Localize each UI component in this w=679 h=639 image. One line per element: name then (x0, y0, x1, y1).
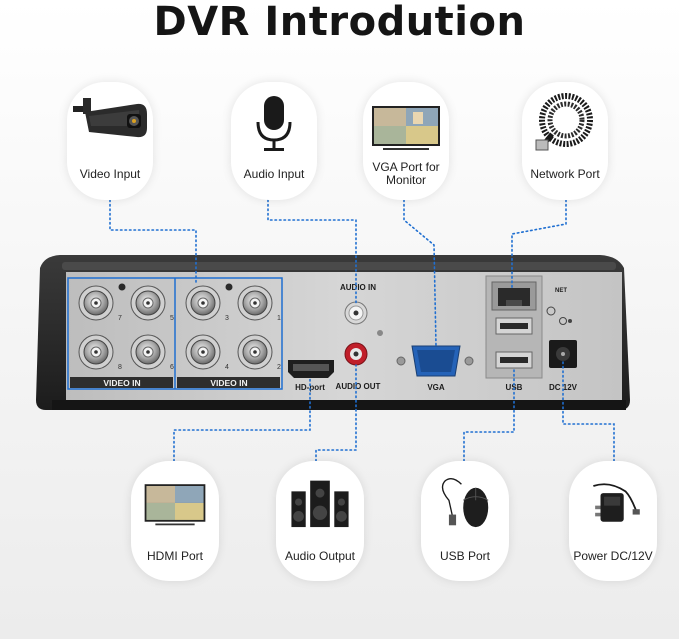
card-label: Video Input (79, 166, 141, 181)
card-label: USB Port (439, 548, 490, 563)
connector-usb (463, 367, 515, 462)
card-video-input: Video Input (67, 82, 153, 200)
video-input-block: 7 5 3 1 8 6 4 2 VIDEO IN VIDEO IN (67, 277, 283, 390)
bnc-connector: 5 (130, 285, 174, 322)
audio-in-label: AUDIO IN (340, 283, 376, 292)
connector-hdmi (173, 377, 311, 462)
connector-vga (403, 199, 437, 347)
video-in-label-right: VIDEO IN (210, 378, 247, 388)
card-audio-input: Audio Input (231, 82, 317, 200)
speakers-icon (291, 480, 349, 528)
net-usb-block: USB (485, 275, 543, 392)
bnc-connector: 3 (185, 285, 229, 322)
connector-audio-output (315, 364, 357, 462)
hdmi-port: HD-port (288, 360, 334, 392)
bnc-connector: 2 (237, 334, 281, 371)
screw (118, 283, 126, 291)
monitor-icon (372, 106, 440, 150)
vga-port: VGA (396, 345, 474, 392)
screw (225, 283, 233, 291)
mouse-icon (441, 477, 489, 528)
channel-number: 8 (118, 364, 122, 371)
bnc-connector: 6 (130, 334, 174, 371)
net-label: NET (555, 288, 567, 294)
connector-network (511, 199, 567, 289)
power-adapter-icon (593, 483, 640, 522)
card-hdmi-port: HDMI Port (131, 461, 219, 581)
channel-number: 2 (277, 364, 281, 371)
card-label: Audio Output (284, 548, 356, 563)
network-cable-icon (535, 93, 593, 151)
channel-number: 4 (225, 364, 229, 371)
vga-label: VGA (427, 383, 445, 392)
connector-power (562, 361, 615, 462)
channel-number: 7 (118, 315, 122, 322)
channel-number: 6 (170, 364, 174, 371)
microphone-icon (256, 96, 292, 151)
dc-label: DC 12V (549, 383, 578, 392)
bnc-connector: 8 (78, 334, 122, 371)
connector-video-input (109, 199, 197, 286)
video-in-label-left: VIDEO IN (103, 378, 140, 388)
card-label: VGA Port for Monitor (372, 160, 440, 187)
card-audio-output: Audio Output (276, 461, 364, 581)
tv-icon (144, 484, 206, 526)
card-label: Power DC/12V (573, 548, 653, 563)
bnc-connector: 4 (185, 334, 229, 371)
audio-jacks: AUDIO IN AUDIO OUT (336, 283, 383, 391)
card-label: HDMI Port (146, 548, 203, 563)
card-vga-port: VGA Port for Monitor (363, 82, 449, 200)
channel-number: 5 (170, 315, 174, 322)
card-network-port: Network Port (522, 82, 608, 200)
hd-port-label: HD-port (295, 383, 325, 392)
bullet-camera-icon (73, 98, 147, 138)
bnc-connector: 7 (78, 285, 122, 322)
card-label: Network Port (530, 166, 600, 181)
audio-out-label: AUDIO OUT (336, 382, 381, 391)
page-title: DVR Introdution (153, 0, 526, 45)
dc-power-block: NET DC 12V (546, 288, 578, 392)
connector-audio-input (267, 199, 357, 304)
card-label: Audio Input (243, 166, 305, 181)
connector-lines (109, 199, 615, 462)
card-power-dc: Power DC/12V (569, 461, 657, 581)
bnc-connector: 1 (237, 285, 281, 322)
card-usb-port: USB Port (421, 461, 509, 581)
channel-number: 1 (277, 315, 281, 322)
channel-number: 3 (225, 315, 229, 322)
